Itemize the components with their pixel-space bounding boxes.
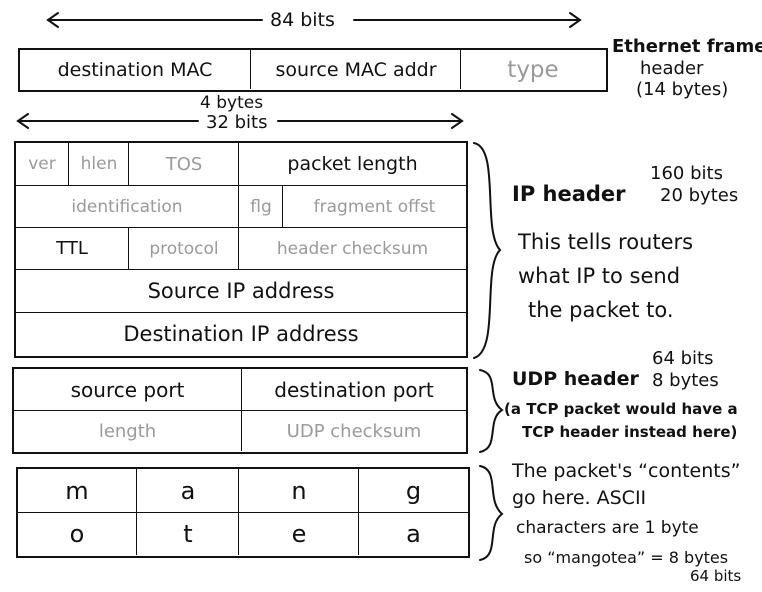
ethernet-width-label: 84 bits [270,9,335,31]
ip-identification-field: identification [71,196,183,217]
ip-hlen-field: hlen [80,154,118,174]
ip-protocol-field: protocol [149,238,219,259]
payload-desc-line3: characters are 1 byte [516,518,699,538]
ip-ttl-field: TTL [56,238,88,259]
ip-width-label: 32 bits [206,112,268,133]
ip-brace [473,142,502,359]
ip-desc-line1: This tells routers [518,230,694,254]
udp-header-box: source port destination port length UDP … [12,367,468,454]
ip-bytes: 20 bytes [660,185,739,206]
payload-char: g [405,476,422,505]
payload-char: o [69,520,85,548]
ethernet-title-line2: header [640,58,704,79]
payload-char: t [183,520,193,548]
udp-note-line2: TCP header instead here) [522,423,738,441]
udp-length-field: length [98,420,157,442]
udp-bytes: 8 bytes [652,370,719,391]
payload-char: m [65,476,89,505]
payload-box: m a n g o t e a [16,467,470,558]
ip-fragment-offset-field: fragment offst [313,196,436,217]
ip-header-box: ver hlen TOS packet length identificatio… [14,141,468,358]
payload-desc-line1: The packet's “contents” [512,460,741,482]
ip-tos-field: TOS [165,153,203,175]
ip-destination-address-field: Destination IP address [123,322,359,346]
type-field: type [507,56,559,83]
udp-checksum-field: UDP checksum [286,420,422,442]
source-mac-field: source MAC addr [275,58,437,81]
ip-packet-length-field: packet length [287,153,418,175]
payload-char: a [180,476,196,505]
ethernet-title: Ethernet frame [612,36,762,57]
ethernet-size: (14 bytes) [636,79,729,100]
payload-desc-line4: so “mangotea” = 8 bytes [524,548,729,567]
payload-brace [479,465,504,561]
ip-header-checksum-field: header checksum [276,238,429,259]
ethernet-under-label: 4 bytes [200,93,264,113]
udp-destination-port-field: destination port [274,377,434,402]
payload-desc-line5: 64 bits [690,567,742,585]
ip-desc-line3: the packet to. [528,298,674,322]
payload-char: n [291,476,307,505]
ip-desc-line2: what IP to send [518,264,681,288]
payload-char: e [291,520,307,548]
ip-bits: 160 bits [650,163,723,184]
udp-note-line1: (a TCP packet would have a [504,400,738,418]
udp-bits: 64 bits [652,348,714,369]
payload-char: a [406,520,421,548]
udp-brace [479,369,504,453]
payload-desc-line2: go here. ASCII [512,487,647,509]
ip-header-title: IP header [512,182,626,206]
ip-flags-field: flg [250,196,272,217]
ethernet-frame-box: destination MAC source MAC addr type [18,48,608,92]
ip-ver-field: ver [28,154,56,174]
udp-header-title: UDP header [512,368,639,390]
ip-source-address-field: Source IP address [147,279,335,303]
udp-source-port-field: source port [70,377,185,402]
destination-mac-field: destination MAC [57,58,213,81]
